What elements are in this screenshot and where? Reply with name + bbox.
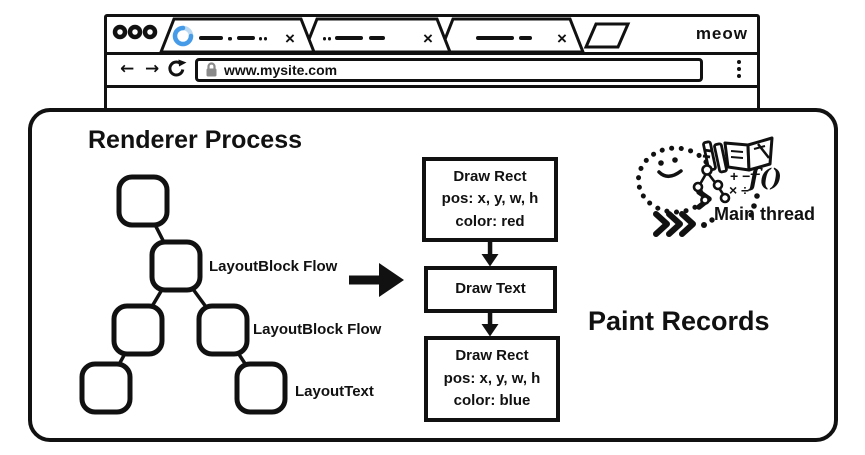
lock-icon — [206, 62, 217, 77]
renderer-process-panel: Renderer Process LayoutBlock Flow Layout… — [28, 108, 838, 442]
loading-spinner-icon — [172, 25, 194, 47]
new-tab-button[interactable] — [583, 22, 631, 49]
tab-title-placeholder — [369, 36, 385, 40]
paint-record-box-1: Draw Rect pos: x, y, w, h color: red — [422, 157, 558, 242]
tree-nodes — [79, 174, 288, 415]
tab-title-placeholder — [328, 37, 331, 41]
trail-dot — [754, 193, 760, 199]
window-control-icon[interactable] — [112, 24, 128, 40]
trail-dot — [751, 203, 757, 209]
tab-2[interactable]: × — [302, 17, 452, 52]
tree-node-layoutblock-1 — [149, 239, 203, 293]
paint-record-line: pos: x, y, w, h — [443, 369, 541, 387]
browser-brand-logo: meow — [695, 24, 748, 43]
paint-record-box-3: Draw Rect pos: x, y, w, h color: blue — [424, 336, 560, 422]
main-thread-label: Main thread — [714, 204, 816, 224]
tab-close-icon[interactable]: × — [285, 29, 295, 48]
tree-node-label: LayoutBlock Flow — [209, 258, 338, 275]
flow-arrow-down-icon — [481, 312, 499, 337]
refresh-button[interactable] — [167, 58, 187, 80]
main-thread-doodle: + − × ÷ f() — [635, 136, 782, 237]
tab-title-placeholder — [237, 36, 255, 40]
book-icon — [723, 136, 774, 172]
paint-record-line: Draw Rect — [453, 167, 527, 185]
dotted-loop-icon — [635, 145, 709, 215]
tree-node-layoutblock-2 — [196, 303, 250, 357]
browser-address-bar: ← → www.mysite.com — [107, 55, 757, 88]
url-field[interactable]: www.mysite.com — [195, 58, 703, 82]
tab-strip-graphic: × × — [112, 17, 631, 52]
trail-dot — [701, 222, 707, 228]
forward-button[interactable]: → — [145, 59, 160, 79]
trail-dot — [748, 212, 754, 218]
paint-record-line: pos: x, y, w, h — [441, 190, 539, 208]
window-control-icon[interactable] — [142, 24, 158, 40]
window-control-icon[interactable] — [127, 24, 143, 40]
triple-chevron-icon — [653, 211, 696, 237]
paint-record-line: color: blue — [453, 392, 531, 410]
tab-1[interactable]: × — [159, 17, 316, 52]
tab-title-placeholder — [476, 36, 514, 40]
tab-title-placeholder — [259, 37, 262, 41]
paint-records-caption: Paint Records — [588, 306, 770, 336]
layout-tree-diagram — [79, 174, 288, 415]
transform-arrow-icon — [349, 263, 404, 297]
paint-record-box-2: Draw Text — [424, 266, 557, 313]
tree-node-leaf-left — [79, 361, 133, 415]
tree-node-root — [116, 174, 170, 228]
tree-node-layouttext — [234, 361, 288, 415]
paint-record-line: Draw Text — [455, 280, 526, 298]
trail-dot — [709, 217, 715, 223]
tab-3[interactable]: × — [438, 17, 585, 52]
plus-minus-icon: + − — [730, 168, 750, 184]
tab-close-icon[interactable]: × — [423, 29, 433, 48]
window-controls[interactable] — [112, 24, 158, 40]
back-button[interactable]: ← — [120, 59, 135, 79]
tab-close-icon[interactable]: × — [557, 29, 567, 48]
tab-title-placeholder — [323, 37, 326, 41]
tree-node-label: LayoutText — [295, 383, 374, 400]
paint-record-line: color: red — [455, 212, 525, 230]
tree-edges — [104, 200, 263, 389]
function-icon: f() — [747, 163, 782, 192]
paint-record-line: Draw Rect — [455, 347, 529, 365]
url-text: www.mysite.com — [224, 62, 338, 78]
tab-title-placeholder — [199, 36, 223, 40]
tree-node-child-left — [111, 303, 165, 357]
smiley-face-icon — [657, 157, 683, 178]
flow-arrow-down-icon — [481, 242, 499, 267]
tab-title-placeholder — [519, 36, 532, 40]
tab-title-placeholder — [264, 37, 267, 41]
times-divide-icon: × ÷ — [729, 182, 749, 198]
tab-title-placeholder — [335, 36, 363, 40]
graph-doodle-icon — [692, 164, 731, 205]
browser-tab-bar: × × — [107, 17, 757, 55]
renderer-process-title: Renderer Process — [88, 126, 303, 154]
browser-menu-button[interactable] — [737, 60, 741, 78]
tab-title-placeholder — [228, 37, 232, 41]
tree-node-label: LayoutBlock Flow — [253, 321, 382, 338]
